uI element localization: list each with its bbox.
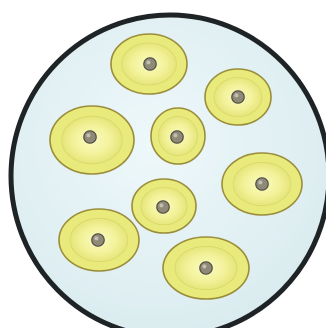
cell [50,106,134,174]
cell-nucleus [200,262,212,274]
cell-nucleus [84,131,96,143]
cell [222,153,302,215]
cell [205,69,271,125]
nucleus-highlight [146,60,150,64]
cell-nucleus [171,131,183,143]
nucleus-highlight [173,133,177,137]
cell [163,237,249,299]
cell [111,34,187,94]
nucleus-highlight [202,264,206,268]
nucleus-highlight [159,203,163,207]
nucleus-highlight [94,236,98,240]
nucleus-highlight [258,180,262,184]
cell [132,179,196,233]
cell-nucleus [232,91,244,103]
cell-nucleus [144,58,156,70]
nucleus-highlight [86,133,90,137]
cell-nucleus [157,201,169,213]
cell [59,209,139,271]
nucleus-highlight [234,93,238,97]
cell-nucleus [256,178,268,190]
cell-nucleus [92,234,104,246]
cell [151,108,205,164]
